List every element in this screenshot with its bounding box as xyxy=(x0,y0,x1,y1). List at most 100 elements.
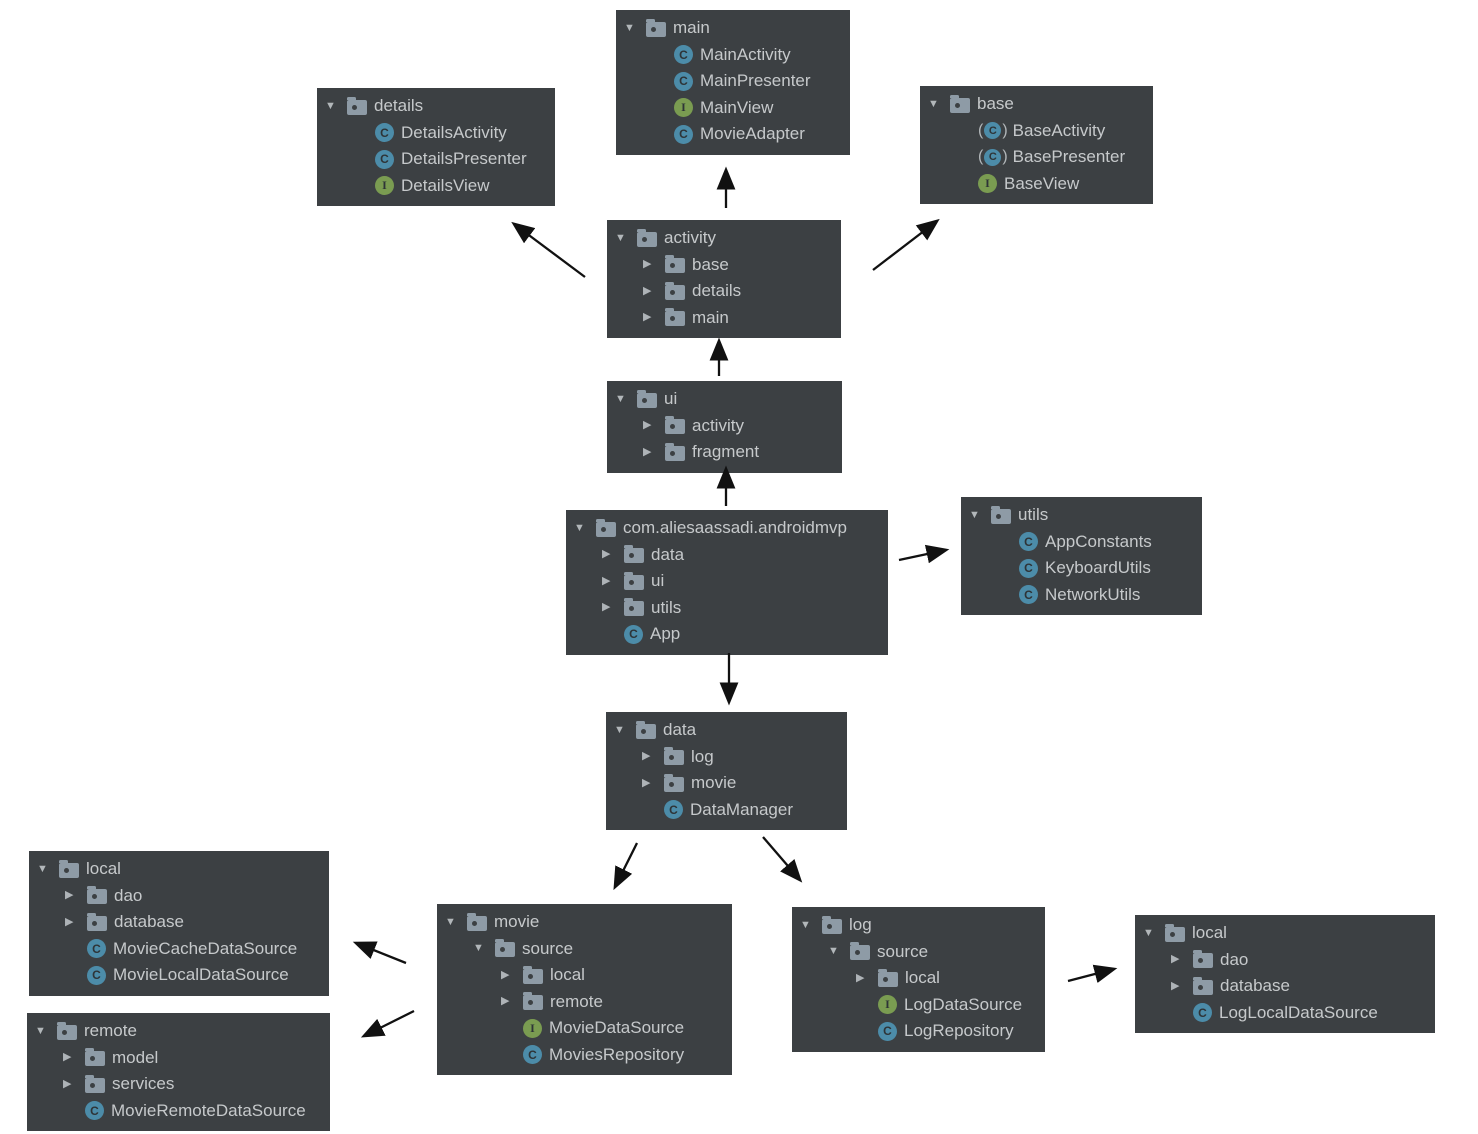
tree-row[interactable]: local xyxy=(792,965,1035,992)
tree-row[interactable]: DetailsPresenter xyxy=(317,146,545,173)
collapsed-arrow-icon[interactable] xyxy=(643,312,665,323)
tree-row[interactable]: log xyxy=(606,744,837,771)
tree-row[interactable]: MovieRemoteDataSource xyxy=(27,1098,320,1125)
collapsed-arrow-icon[interactable] xyxy=(65,890,87,901)
package-box-remote: remote model services MovieRemoteDataSou… xyxy=(27,1013,330,1131)
package-box-main: main MainActivity MainPresenter MainView… xyxy=(616,10,850,155)
collapsed-arrow-icon[interactable] xyxy=(63,1079,85,1090)
tree-row[interactable]: local xyxy=(29,856,319,883)
expanded-arrow-icon[interactable] xyxy=(325,101,347,112)
tree-row[interactable]: NetworkUtils xyxy=(961,582,1192,609)
tree-row[interactable]: details xyxy=(607,278,831,305)
tree-row[interactable]: local xyxy=(437,962,722,989)
tree-row[interactable]: data xyxy=(566,542,878,569)
tree-row[interactable]: ui xyxy=(566,568,878,595)
expanded-arrow-icon[interactable] xyxy=(1143,928,1165,939)
expanded-arrow-icon[interactable] xyxy=(969,510,991,521)
collapsed-arrow-icon[interactable] xyxy=(642,778,664,789)
folder-icon xyxy=(636,720,656,739)
tree-row[interactable]: remote xyxy=(437,989,722,1016)
tree-row[interactable]: DataManager xyxy=(606,797,837,824)
tree-row[interactable]: App xyxy=(566,621,878,648)
tree-row[interactable]: MovieLocalDataSource xyxy=(29,962,319,989)
collapsed-arrow-icon[interactable] xyxy=(501,996,523,1007)
tree-row[interactable]: utils xyxy=(566,595,878,622)
collapsed-arrow-icon[interactable] xyxy=(65,917,87,928)
tree-row[interactable]: database xyxy=(29,909,319,936)
folder-icon xyxy=(637,389,657,408)
tree-row[interactable]: LogDataSource xyxy=(792,992,1035,1019)
tree-row[interactable]: MainView xyxy=(616,95,840,122)
collapsed-arrow-icon[interactable] xyxy=(856,973,878,984)
collapsed-arrow-icon[interactable] xyxy=(643,420,665,431)
tree-row[interactable]: services xyxy=(27,1071,320,1098)
tree-row[interactable]: BaseActivity xyxy=(920,118,1143,145)
tree-row[interactable]: details xyxy=(317,93,545,120)
tree-row[interactable]: ui xyxy=(607,386,832,413)
tree-row[interactable]: MovieAdapter xyxy=(616,121,840,148)
tree-row[interactable]: MainPresenter xyxy=(616,68,840,95)
tree-row[interactable]: activity xyxy=(607,413,832,440)
tree-row[interactable]: movie xyxy=(437,909,722,936)
expanded-arrow-icon[interactable] xyxy=(615,233,637,244)
collapsed-arrow-icon[interactable] xyxy=(602,576,624,587)
collapsed-arrow-icon[interactable] xyxy=(1171,981,1193,992)
arrow-data-to-movie xyxy=(613,842,639,891)
collapsed-arrow-icon[interactable] xyxy=(1171,954,1193,965)
tree-row[interactable]: data xyxy=(606,717,837,744)
tree-row[interactable]: MoviesRepository xyxy=(437,1042,722,1069)
tree-row[interactable]: remote xyxy=(27,1018,320,1045)
expanded-arrow-icon[interactable] xyxy=(37,864,59,875)
tree-row[interactable]: source xyxy=(792,939,1035,966)
expanded-arrow-icon[interactable] xyxy=(35,1026,57,1037)
expanded-arrow-icon[interactable] xyxy=(574,523,596,534)
tree-row[interactable]: com.aliesaassadi.androidmvp xyxy=(566,515,878,542)
package-box-root: com.aliesaassadi.androidmvp data ui util… xyxy=(566,510,888,655)
collapsed-arrow-icon[interactable] xyxy=(643,259,665,270)
interface-icon xyxy=(523,1018,542,1038)
tree-row[interactable]: log xyxy=(792,912,1035,939)
tree-row[interactable]: activity xyxy=(607,225,831,252)
collapsed-arrow-icon[interactable] xyxy=(643,447,665,458)
tree-row[interactable]: source xyxy=(437,936,722,963)
expanded-arrow-icon[interactable] xyxy=(828,946,850,957)
collapsed-arrow-icon[interactable] xyxy=(602,602,624,613)
collapsed-arrow-icon[interactable] xyxy=(643,286,665,297)
expanded-arrow-icon[interactable] xyxy=(614,725,636,736)
tree-row[interactable]: BaseView xyxy=(920,171,1143,198)
tree-row[interactable]: database xyxy=(1135,973,1425,1000)
collapsed-arrow-icon[interactable] xyxy=(501,970,523,981)
expanded-arrow-icon[interactable] xyxy=(445,917,467,928)
collapsed-arrow-icon[interactable] xyxy=(602,549,624,560)
tree-row[interactable]: LogLocalDataSource xyxy=(1135,1000,1425,1027)
expanded-arrow-icon[interactable] xyxy=(473,943,495,954)
tree-row[interactable]: base xyxy=(920,91,1143,118)
tree-row[interactable]: local xyxy=(1135,920,1425,947)
collapsed-arrow-icon[interactable] xyxy=(63,1052,85,1063)
tree-row[interactable]: base xyxy=(607,252,831,279)
tree-row[interactable]: MainActivity xyxy=(616,42,840,69)
tree-row[interactable]: model xyxy=(27,1045,320,1072)
tree-row[interactable]: main xyxy=(616,15,840,42)
class-icon xyxy=(1019,532,1038,552)
tree-row[interactable]: DetailsView xyxy=(317,173,545,200)
collapsed-arrow-icon[interactable] xyxy=(642,751,664,762)
tree-row[interactable]: dao xyxy=(29,883,319,910)
tree-row[interactable]: movie xyxy=(606,770,837,797)
tree-row[interactable]: main xyxy=(607,305,831,332)
expanded-arrow-icon[interactable] xyxy=(928,99,950,110)
tree-row[interactable]: BasePresenter xyxy=(920,144,1143,171)
tree-row[interactable]: utils xyxy=(961,502,1192,529)
tree-row[interactable]: LogRepository xyxy=(792,1018,1035,1045)
class-icon xyxy=(674,124,693,144)
tree-row[interactable]: KeyboardUtils xyxy=(961,555,1192,582)
tree-row[interactable]: dao xyxy=(1135,947,1425,974)
tree-row[interactable]: MovieCacheDataSource xyxy=(29,936,319,963)
tree-row[interactable]: DetailsActivity xyxy=(317,120,545,147)
expanded-arrow-icon[interactable] xyxy=(624,23,646,34)
tree-row[interactable]: fragment xyxy=(607,439,832,466)
tree-row[interactable]: MovieDataSource xyxy=(437,1015,722,1042)
tree-row[interactable]: AppConstants xyxy=(961,529,1192,556)
expanded-arrow-icon[interactable] xyxy=(615,394,637,405)
expanded-arrow-icon[interactable] xyxy=(800,920,822,931)
